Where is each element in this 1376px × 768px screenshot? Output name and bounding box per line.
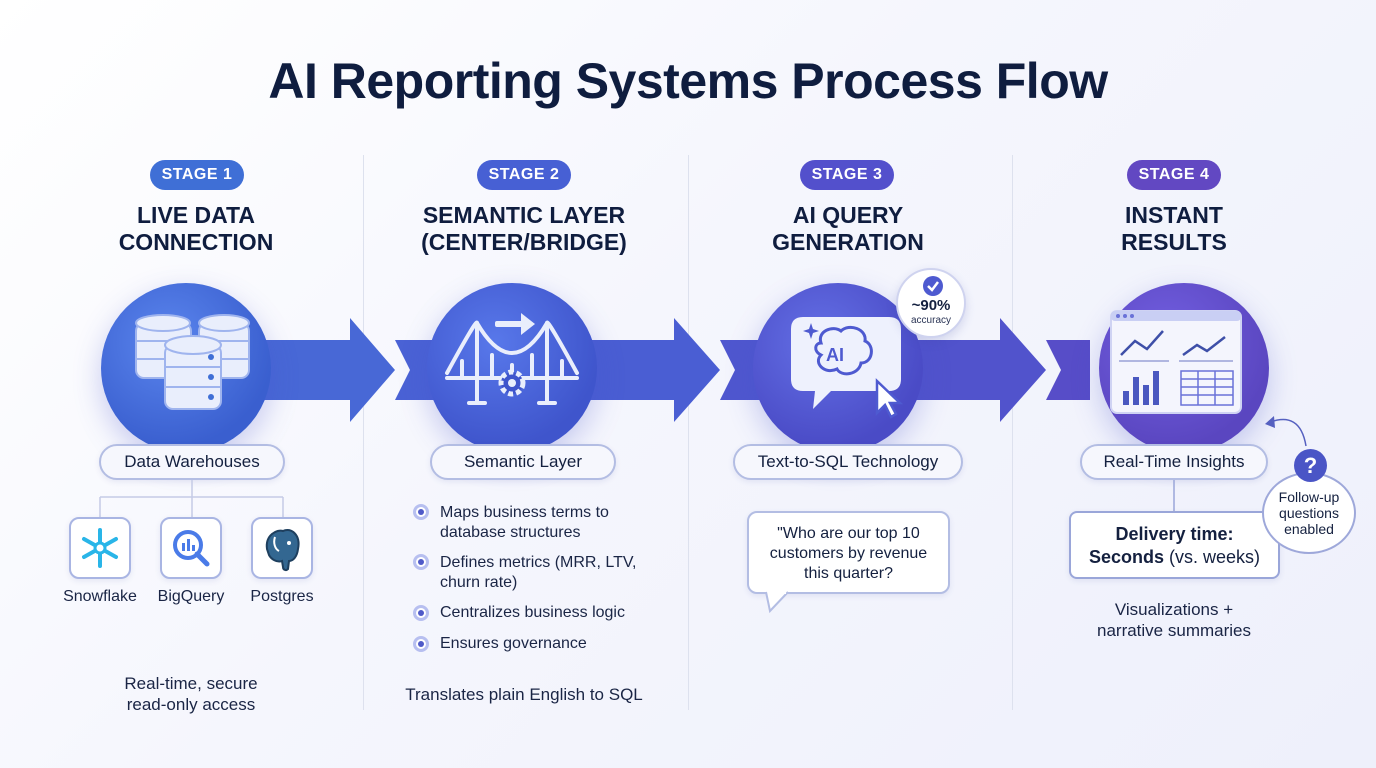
stage-1-badge: STAGE 1 — [150, 160, 244, 190]
stage-4-footer: Visualizations + narrative summaries — [1097, 600, 1251, 640]
stage-2-title: SEMANTIC LAYER (CENTER/BRIDGE) — [421, 202, 627, 255]
svg-text:AI: AI — [826, 345, 844, 365]
bigquery-icon — [173, 530, 210, 567]
bullet-item: Ensures governance — [440, 635, 587, 652]
stage-1-footer: Real-time, secure read-only access — [124, 674, 258, 714]
text-to-sql-pill: Text-to-SQL Technology — [733, 444, 963, 480]
stage-divider — [688, 155, 689, 710]
follow-up-bubble: Follow-up questions enabled — [1262, 472, 1356, 554]
stage-3-badge: STAGE 3 — [800, 160, 894, 190]
bullet-item: Maps business terms to database structur… — [440, 504, 609, 541]
stage-3-circle: AI — [753, 283, 923, 453]
postgres-elephant-icon — [265, 529, 300, 572]
accuracy-badge: ~90% accuracy — [896, 268, 966, 338]
bigquery-label: BigQuery — [157, 588, 225, 605]
dashboard-charts-icon — [1110, 310, 1242, 414]
speech-tail — [765, 591, 789, 614]
postgres-logo — [251, 517, 313, 579]
bullet-marker — [413, 554, 429, 570]
bullet-marker — [413, 636, 429, 652]
real-time-insights-pill: Real-Time Insights — [1080, 444, 1268, 480]
bigquery-logo — [160, 517, 222, 579]
snowflake-logo — [69, 517, 131, 579]
stage-4-circle — [1099, 283, 1269, 453]
data-warehouses-pill: Data Warehouses — [99, 444, 285, 480]
stage-4-badge: STAGE 4 — [1127, 160, 1221, 190]
ai-brain-chat-icon: AI — [791, 317, 904, 419]
stage-2-circle — [427, 283, 597, 453]
example-question-bubble: "Who are our top 10 customers by revenue… — [747, 511, 950, 594]
check-icon — [923, 276, 943, 296]
stage-4-title: INSTANT RESULTS — [1121, 202, 1227, 255]
stage-3-title: AI QUERY GENERATION — [772, 202, 924, 255]
stage-1-circle — [101, 283, 271, 453]
stage-1-title: LIVE DATA CONNECTION — [118, 202, 274, 255]
bridge-gear-icon — [445, 313, 579, 405]
stage-2-footer: Translates plain English to SQL — [405, 685, 643, 704]
bullet-item: Defines metrics (MRR, LTV, churn rate) — [440, 554, 637, 591]
delivery-time-box: Delivery time: Seconds (vs. weeks) — [1069, 511, 1280, 579]
stage-2-badge: STAGE 2 — [477, 160, 571, 190]
semantic-layer-pill: Semantic Layer — [430, 444, 616, 480]
bullet-marker — [413, 504, 429, 520]
stage-divider — [1012, 155, 1013, 710]
bullet-marker — [413, 605, 429, 621]
accuracy-label: accuracy — [910, 315, 951, 326]
snowflake-icon — [82, 528, 118, 568]
database-stack-icon — [135, 314, 250, 410]
stage-divider — [363, 155, 364, 710]
snowflake-label: Snowflake — [63, 588, 137, 605]
bullet-item: Centralizes business logic — [440, 604, 625, 621]
accuracy-value: ~90% — [911, 297, 951, 314]
page-title: AI Reporting Systems Process Flow — [268, 53, 1108, 109]
postgres-label: Postgres — [250, 588, 314, 605]
question-icon: ? — [1294, 449, 1327, 482]
